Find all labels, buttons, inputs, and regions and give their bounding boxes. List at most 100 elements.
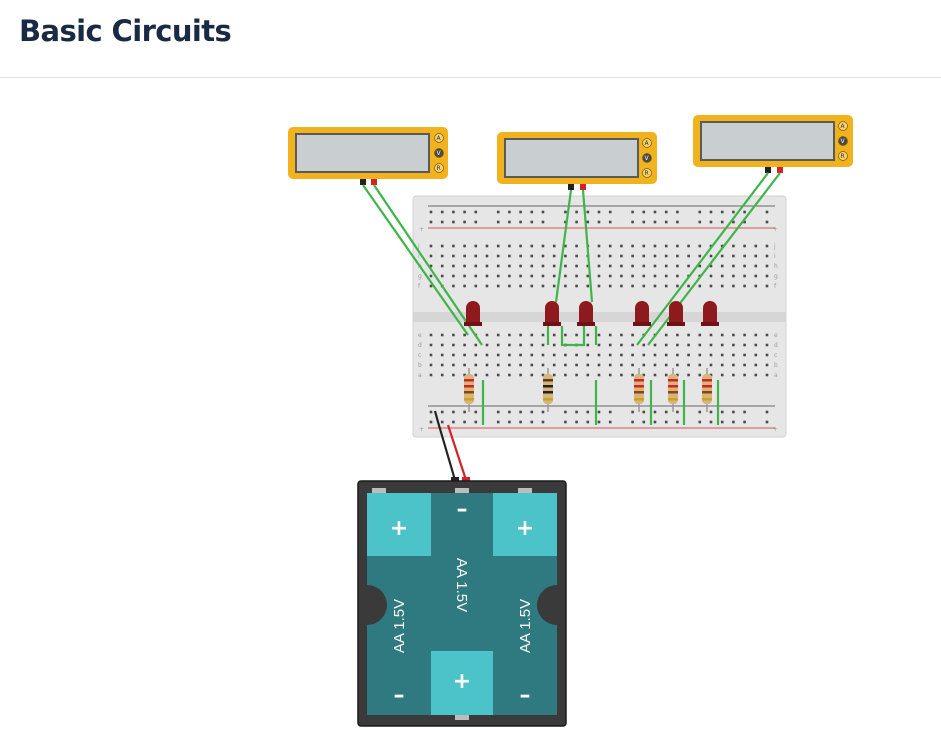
breadboard-hole[interactable] xyxy=(564,210,567,214)
breadboard-hole[interactable] xyxy=(597,210,601,214)
breadboard-hole[interactable] xyxy=(653,353,657,357)
breadboard-hole[interactable] xyxy=(687,284,690,288)
breadboard-hole[interactable] xyxy=(754,333,758,337)
breadboard-hole[interactable] xyxy=(586,220,590,224)
breadboard-hole[interactable] xyxy=(698,244,702,248)
breadboard-hole[interactable] xyxy=(485,343,489,347)
breadboard-hole[interactable] xyxy=(743,210,746,214)
breadboard-hole[interactable] xyxy=(530,363,534,367)
breadboard-hole[interactable] xyxy=(496,363,500,367)
breadboard-hole[interactable] xyxy=(709,244,713,248)
breadboard-hole[interactable] xyxy=(440,220,444,224)
breadboard-hole[interactable] xyxy=(687,343,690,347)
breadboard-hole[interactable] xyxy=(530,264,534,268)
resistor-3[interactable] xyxy=(634,368,644,412)
breadboard-hole[interactable] xyxy=(564,264,567,268)
breadboard-hole[interactable] xyxy=(463,254,466,258)
breadboard-hole[interactable] xyxy=(620,254,623,258)
breadboard-hole[interactable] xyxy=(530,343,534,347)
breadboard-hole[interactable] xyxy=(575,373,578,377)
breadboard-hole[interactable] xyxy=(519,210,522,214)
breadboard-hole[interactable] xyxy=(508,244,511,248)
breadboard-hole[interactable] xyxy=(642,220,646,224)
breadboard-hole[interactable] xyxy=(575,363,578,367)
breadboard-hole[interactable] xyxy=(496,210,500,214)
breadboard-hole[interactable] xyxy=(608,373,612,377)
breadboard-hole[interactable] xyxy=(429,264,433,268)
breadboard-hole[interactable] xyxy=(485,373,489,377)
breadboard-hole[interactable] xyxy=(709,373,713,377)
breadboard-hole[interactable] xyxy=(664,264,668,268)
breadboard-hole[interactable] xyxy=(508,210,511,214)
multimeter-1[interactable]: A V R xyxy=(288,127,448,185)
breadboard-hole[interactable] xyxy=(429,274,433,278)
multimeter-button-r[interactable] xyxy=(838,151,848,161)
breadboard-hole[interactable] xyxy=(508,274,511,278)
breadboard-hole[interactable] xyxy=(440,244,444,248)
breadboard-hole[interactable] xyxy=(642,353,646,357)
breadboard-hole[interactable] xyxy=(440,254,444,258)
breadboard-hole[interactable] xyxy=(519,420,522,424)
breadboard-hole[interactable] xyxy=(440,210,444,214)
breadboard-hole[interactable] xyxy=(698,343,702,347)
breadboard-hole[interactable] xyxy=(485,254,489,258)
breadboard-hole[interactable] xyxy=(564,353,567,357)
breadboard-hole[interactable] xyxy=(586,420,590,424)
breadboard-hole[interactable] xyxy=(676,363,679,367)
breadboard-hole[interactable] xyxy=(754,244,758,248)
breadboard-hole[interactable] xyxy=(519,410,522,414)
breadboard-hole[interactable] xyxy=(597,343,601,347)
breadboard-hole[interactable] xyxy=(496,264,500,268)
breadboard-hole[interactable] xyxy=(519,343,522,347)
breadboard-hole[interactable] xyxy=(597,373,601,377)
breadboard-hole[interactable] xyxy=(687,333,690,337)
breadboard-hole[interactable] xyxy=(586,284,590,288)
breadboard-hole[interactable] xyxy=(597,284,601,288)
breadboard-hole[interactable] xyxy=(743,244,746,248)
breadboard-hole[interactable] xyxy=(765,274,769,278)
breadboard-hole[interactable] xyxy=(642,420,646,424)
breadboard-hole[interactable] xyxy=(709,343,713,347)
breadboard-hole[interactable] xyxy=(552,333,556,337)
breadboard-hole[interactable] xyxy=(575,353,578,357)
breadboard-hole[interactable] xyxy=(552,373,556,377)
breadboard-hole[interactable] xyxy=(642,363,646,367)
breadboard-hole[interactable] xyxy=(676,420,679,424)
breadboard-hole[interactable] xyxy=(530,373,534,377)
breadboard-hole[interactable] xyxy=(586,210,590,214)
breadboard-hole[interactable] xyxy=(496,353,500,357)
breadboard-hole[interactable] xyxy=(463,363,466,367)
breadboard-hole[interactable] xyxy=(732,264,735,268)
breadboard-hole[interactable] xyxy=(508,254,511,258)
breadboard-hole[interactable] xyxy=(575,254,578,258)
breadboard-hole[interactable] xyxy=(485,284,489,288)
breadboard-hole[interactable] xyxy=(687,363,690,367)
breadboard-hole[interactable] xyxy=(653,274,657,278)
breadboard-hole[interactable] xyxy=(452,333,455,337)
breadboard-hole[interactable] xyxy=(586,274,590,278)
battery-wire-negative[interactable] xyxy=(433,410,457,481)
breadboard-hole[interactable] xyxy=(664,343,668,347)
breadboard-hole[interactable] xyxy=(530,284,534,288)
breadboard-hole[interactable] xyxy=(765,254,769,258)
breadboard-hole[interactable] xyxy=(597,220,601,224)
breadboard-hole[interactable] xyxy=(743,254,746,258)
breadboard-hole[interactable] xyxy=(440,420,444,424)
breadboard-hole[interactable] xyxy=(597,254,601,258)
breadboard-hole[interactable] xyxy=(508,410,511,414)
breadboard-hole[interactable] xyxy=(743,363,746,367)
breadboard-hole[interactable] xyxy=(676,343,679,347)
breadboard-hole[interactable] xyxy=(698,333,702,337)
multimeter-button-a[interactable] xyxy=(642,138,652,148)
breadboard-hole[interactable] xyxy=(754,343,758,347)
breadboard-hole[interactable] xyxy=(765,420,769,424)
breadboard-hole[interactable] xyxy=(653,420,657,424)
breadboard-hole[interactable] xyxy=(463,284,466,288)
breadboard-hole[interactable] xyxy=(631,244,634,248)
breadboard-hole[interactable] xyxy=(530,333,534,337)
breadboard-hole[interactable] xyxy=(653,363,657,367)
breadboard-hole[interactable] xyxy=(452,343,455,347)
breadboard-hole[interactable] xyxy=(754,373,758,377)
breadboard-hole[interactable] xyxy=(732,373,735,377)
